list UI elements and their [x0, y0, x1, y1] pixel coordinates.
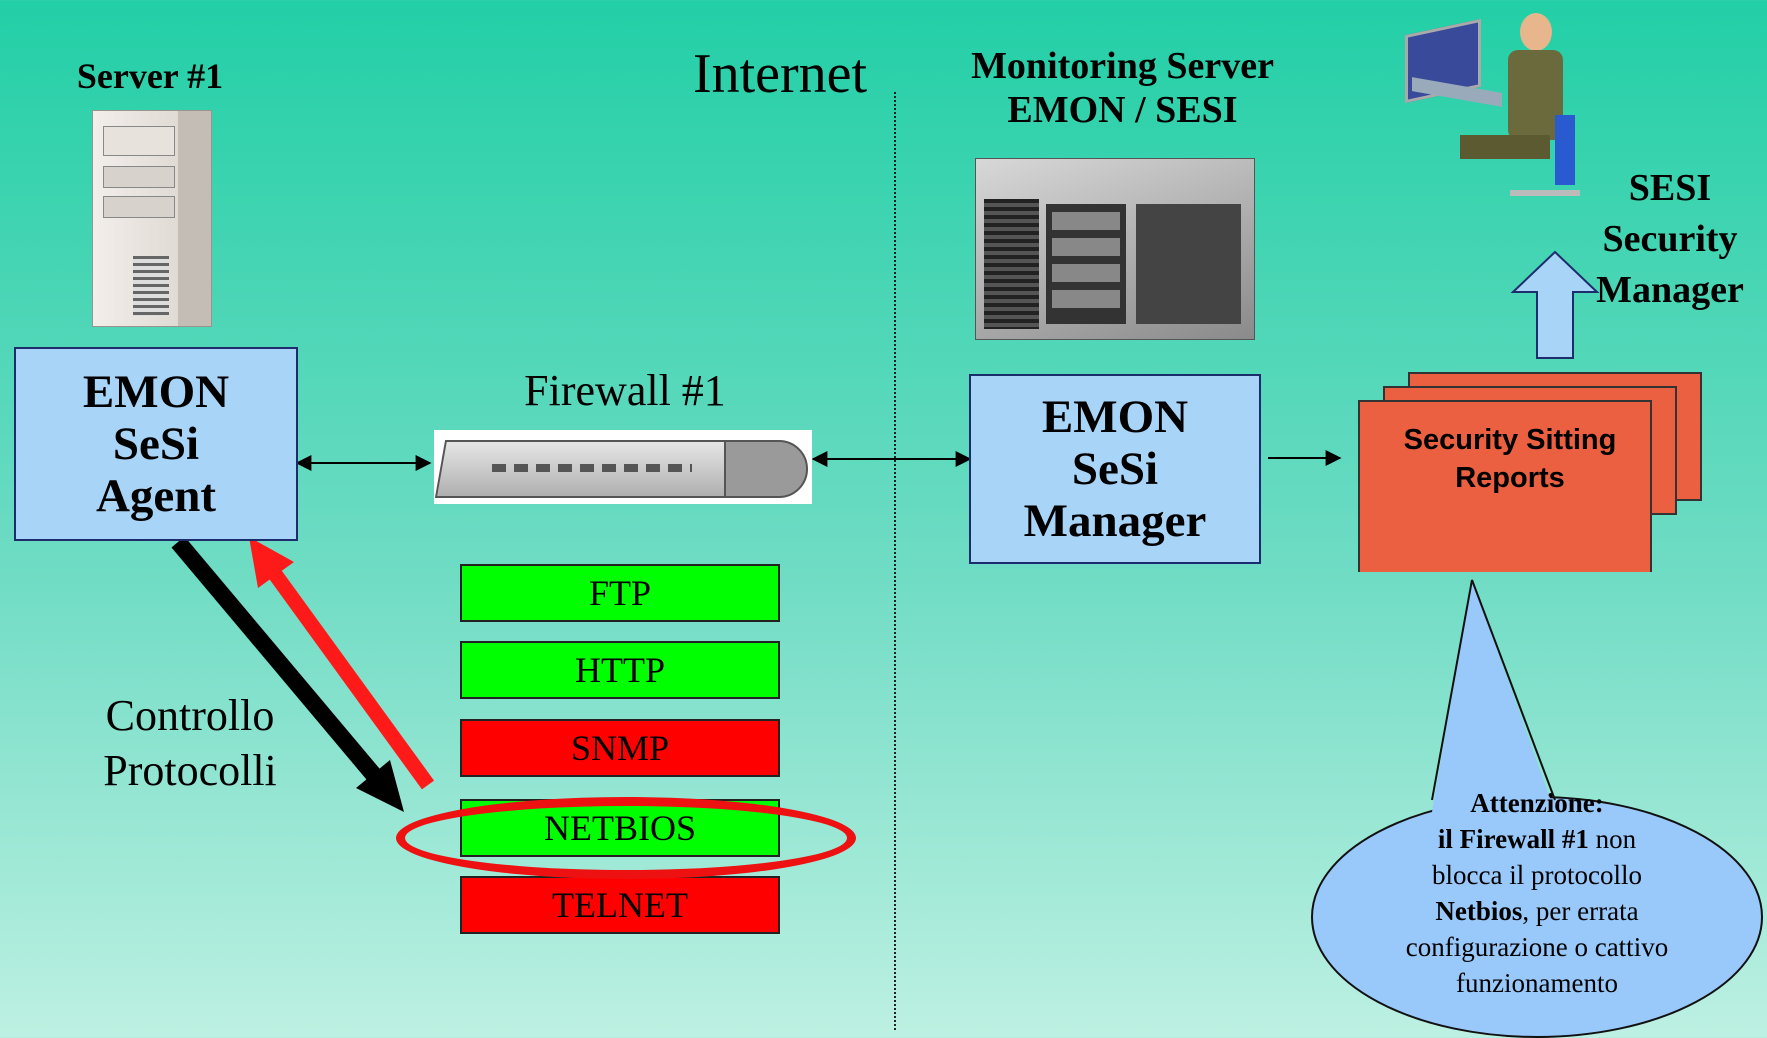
callout-firewall: il Firewall #1 [1437, 824, 1589, 854]
reports-label: Security Sitting Reports [1403, 424, 1617, 494]
server-tower-icon [92, 110, 212, 327]
protocol-telnet: TELNET [460, 876, 780, 934]
warning-callout-text: Attenzione: il Firewall #1 non blocca il… [1330, 785, 1744, 1001]
protocol-telnet-label: TELNET [552, 885, 688, 925]
callout-attenzione: Attenzione: [1470, 788, 1604, 818]
callout-blocca: blocca il protocollo [1432, 860, 1642, 890]
protocol-http-label: HTTP [575, 650, 665, 690]
reports-stack [1358, 372, 1702, 572]
controllo-protocolli-label: Controllo Protocolli [103, 691, 277, 795]
callout-rest1: , per errata [1522, 896, 1639, 926]
firewall-icon [434, 430, 812, 504]
callout-non: non [1588, 824, 1637, 854]
control-arrow-black [171, 536, 404, 812]
protocol-ftp: FTP [460, 564, 780, 622]
callout-netbios: Netbios [1435, 896, 1523, 926]
callout-line-2: il Firewall #1 non [1330, 821, 1744, 857]
rack-server-icon [975, 158, 1255, 340]
emon-agent-box: EMON SeSi Agent [14, 347, 298, 541]
firewall-label: Firewall #1 [524, 366, 726, 415]
protocol-snmp-label: SNMP [570, 728, 670, 768]
netbios-highlight-ellipse [396, 797, 856, 879]
up-arrow [1510, 250, 1600, 359]
callout-line-4: Netbios, per errata [1330, 893, 1744, 929]
warning-callout-shape [1311, 579, 1763, 1038]
protocol-http: HTTP [460, 641, 780, 699]
protocol-ftp-label: FTP [588, 573, 652, 613]
monitoring-server-label: Monitoring Server EMON / SESI [971, 45, 1274, 131]
internet-label: Internet [692, 43, 868, 105]
security-manager-person-icon [1400, 5, 1600, 245]
emon-manager-box: EMON SeSi Manager [969, 374, 1261, 564]
protocol-snmp: SNMP [460, 719, 780, 777]
callout-rest3: funzionamento [1456, 968, 1618, 998]
response-arrow-red [249, 537, 435, 790]
callout-rest2: configurazione o cattivo [1405, 932, 1669, 962]
server1-label: Server #1 [76, 56, 224, 96]
sesi-security-manager-label: SESI Security Manager [1596, 167, 1744, 311]
